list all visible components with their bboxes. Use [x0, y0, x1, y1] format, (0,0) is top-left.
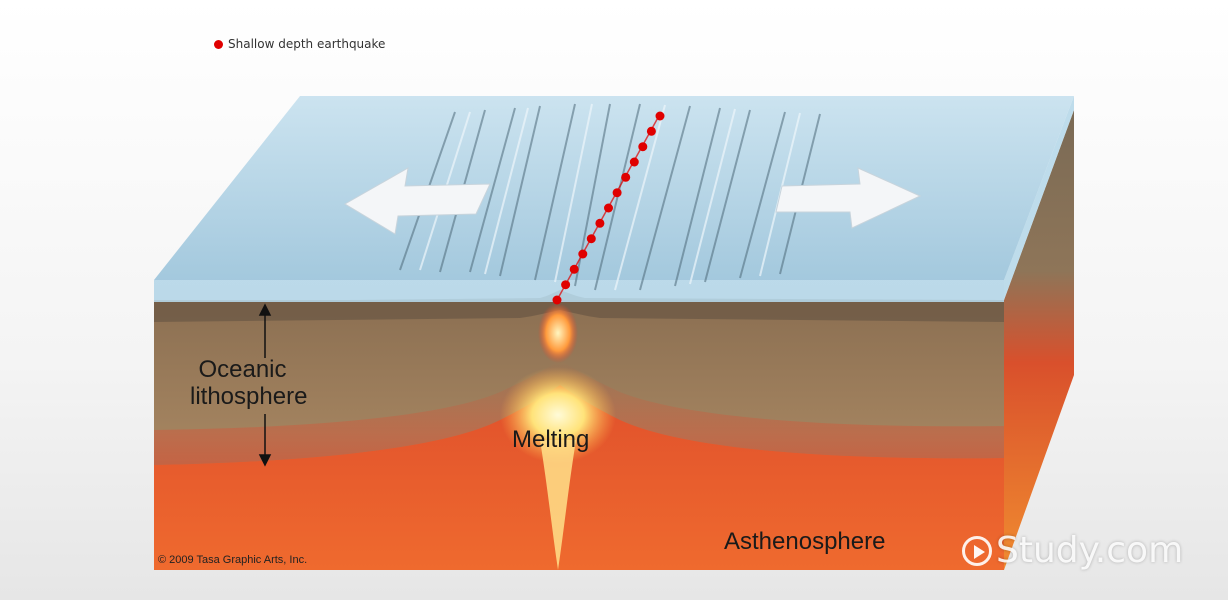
sediment-band [154, 290, 1004, 322]
oceanic-lithosphere-label: Oceanic lithosphere [190, 356, 308, 410]
earthquake-marker [595, 218, 605, 228]
earthquake-marker [646, 126, 656, 136]
melting-zone [500, 367, 616, 463]
earthquake-marker-icon [214, 39, 223, 49]
earthquake-markers [552, 111, 665, 305]
ocean-surface [154, 96, 1074, 280]
play-circle-icon [962, 535, 992, 566]
earthquake-marker [578, 249, 588, 259]
melting-label: Melting [512, 426, 590, 453]
oceanic-label-line1: Oceanic [198, 356, 287, 383]
earthquake-marker [655, 111, 665, 121]
legend-label: Shallow depth earthquake [228, 37, 386, 51]
asthenosphere-label: Asthenosphere [724, 528, 886, 555]
copyright-notice: © 2009 Tasa Graphic Arts, Inc. [158, 554, 308, 566]
earthquake-marker [561, 280, 571, 290]
earthquake-marker [629, 157, 639, 167]
legend: Shallow depth earthquake [214, 37, 385, 51]
earthquake-marker [638, 142, 648, 152]
watermark-text: Study.com [996, 530, 1184, 571]
block-right-side [1004, 110, 1074, 570]
ocean-right-side [1004, 96, 1074, 300]
earthquake-marker [612, 188, 622, 198]
spreading-arrow-left-icon [344, 167, 491, 235]
asthenosphere-front-face [154, 385, 1004, 570]
magma-pocket-small [538, 303, 578, 363]
earthquake-marker [552, 295, 562, 305]
ocean-front-face [154, 280, 1004, 302]
study-watermark: Study.com [962, 530, 1183, 571]
earthquake-marker [569, 264, 579, 274]
earthquake-marker [604, 203, 613, 213]
oceanic-label-line2: lithosphere [190, 383, 308, 410]
magma-plume-tail [540, 440, 576, 570]
asthenosphere-glow [154, 360, 1004, 465]
earthquake-marker [586, 234, 596, 244]
spreading-arrow-right-icon [775, 167, 922, 229]
earthquake-marker [621, 172, 631, 182]
thickness-arrow-icon [258, 303, 272, 467]
